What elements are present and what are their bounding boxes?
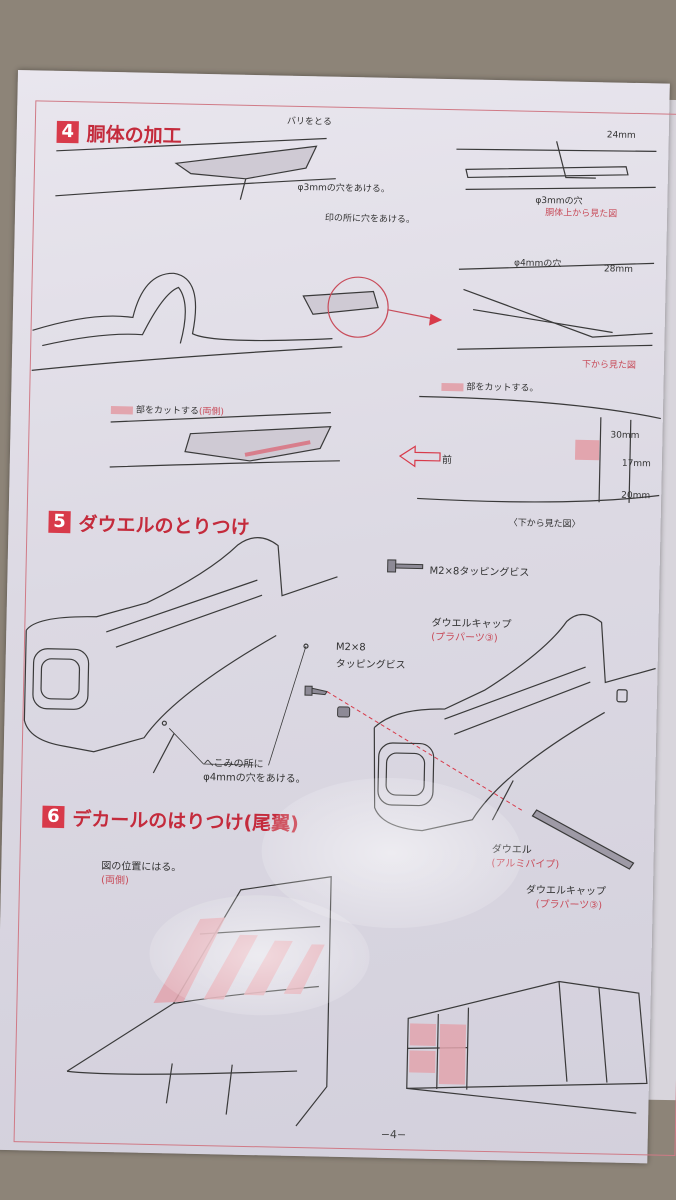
step-6-badge: 6 — [42, 805, 65, 829]
cut-area-swatch — [110, 405, 133, 414]
plastic-part-label-2: (プラパーツ③) — [535, 899, 603, 912]
dim-28mm-label: 28mm — [603, 264, 634, 275]
cut-both-sides-label: 部をカットする(両側) — [110, 402, 225, 418]
page-number: −4− — [380, 1127, 407, 1142]
side-view-label: 胴体上から見た図 — [545, 208, 618, 220]
dim-20mm-label: 20mm — [621, 490, 651, 502]
dim-17mm-label: 17mm — [621, 458, 651, 470]
step-5-badge: 5 — [48, 510, 71, 534]
step-5-title: ダウエルのとりつけ — [78, 513, 250, 539]
screw-label-1: M2×8 — [335, 641, 366, 654]
both-sides-text: (両側) — [198, 406, 225, 418]
screw-legend-label: M2×8タッピングビス — [429, 565, 530, 579]
dim-24mm-label: 24mm — [606, 130, 636, 141]
burr-label: バリをとる — [286, 116, 333, 128]
step-4-title: 胴体の加工 — [86, 123, 182, 148]
mark-hole-label: 印の所に穴をあける。 — [324, 213, 416, 226]
front-label: 前 — [441, 454, 453, 467]
step-4-badge: 4 — [56, 120, 79, 144]
dim-30mm-label: 30mm — [610, 430, 640, 442]
cut-area-swatch-right — [441, 382, 464, 391]
cut-right-label: 部をカットする。 — [441, 379, 539, 394]
cut-right-text: 部をカットする。 — [466, 382, 539, 394]
below-view-label: 〈下から見た図〉 — [508, 518, 581, 530]
dent-label-2: φ4mmの穴をあける。 — [203, 772, 306, 786]
both-sides-label: (両側) — [100, 874, 129, 887]
cut-text: 部をカットする — [135, 405, 200, 417]
below-view-short-label: 下から見た図 — [581, 359, 637, 372]
instruction-page: 4 胴体の加工 バリをとる φ3mmの穴をあける。 印の所に穴をあける。 24m… — [0, 70, 676, 1164]
plastic-part-label: (プラパーツ③) — [431, 631, 498, 645]
hole-4mm-label: φ4mmの穴 — [513, 258, 562, 270]
screw-label-2: タッピングビス — [335, 658, 406, 672]
hole-3mm-label: φ3mmの穴をあける。 — [297, 182, 390, 195]
